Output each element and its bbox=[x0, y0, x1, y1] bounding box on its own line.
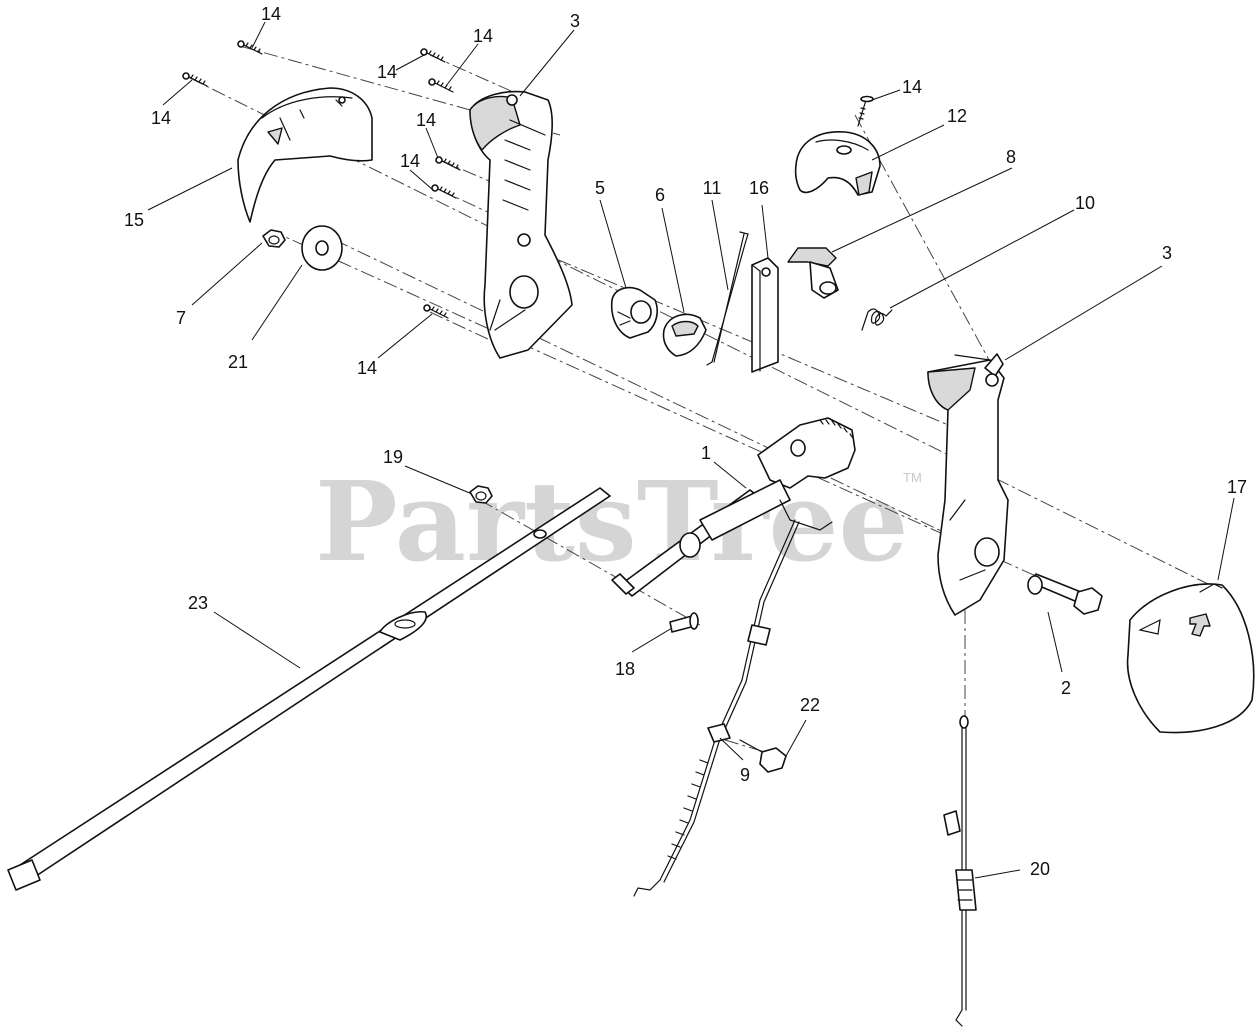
screw-14-b bbox=[182, 72, 208, 87]
nut-7 bbox=[262, 229, 286, 248]
cable-20 bbox=[943, 715, 977, 1027]
callout-10: 10 bbox=[1075, 193, 1095, 213]
callout-23: 23 bbox=[188, 593, 208, 613]
screw-14-g bbox=[423, 304, 449, 319]
cable-9 bbox=[633, 519, 800, 897]
callout-11: 11 bbox=[703, 178, 722, 198]
callout-5: 5 bbox=[595, 178, 605, 198]
callout-14: 14 bbox=[902, 77, 922, 97]
callout-1: 1 bbox=[701, 443, 711, 463]
callout-21: 21 bbox=[228, 352, 248, 372]
callout-14: 14 bbox=[473, 26, 493, 46]
watermark: PartsTree TM bbox=[315, 457, 922, 586]
callout-15: 15 bbox=[124, 210, 144, 230]
callout-16: 16 bbox=[749, 178, 769, 198]
right-cover-17 bbox=[1126, 583, 1255, 734]
screw-14-h bbox=[857, 95, 874, 127]
knob-5 bbox=[610, 286, 658, 339]
callout-20: 20 bbox=[1030, 859, 1050, 879]
callout-3: 3 bbox=[1162, 243, 1172, 263]
rod-23 bbox=[7, 487, 611, 891]
callout-14: 14 bbox=[261, 4, 281, 24]
left-handle-bracket-3 bbox=[469, 90, 573, 359]
callout-17: 17 bbox=[1227, 477, 1247, 497]
callout-6: 6 bbox=[655, 185, 665, 205]
screw-14-e bbox=[435, 156, 461, 171]
spring-10 bbox=[861, 308, 893, 331]
callout-14: 14 bbox=[400, 151, 420, 171]
right-handle-bracket-3 bbox=[927, 353, 1009, 616]
plate-16 bbox=[751, 257, 779, 373]
latch-8 bbox=[787, 247, 839, 299]
screw-22 bbox=[739, 739, 787, 773]
washer-21 bbox=[301, 225, 343, 271]
callout-3: 3 bbox=[570, 11, 580, 31]
shaft-1 bbox=[611, 417, 856, 597]
watermark-text: PartsTree bbox=[315, 457, 909, 586]
screw-14-d bbox=[428, 78, 454, 93]
pin-18 bbox=[669, 612, 699, 633]
callout-14: 14 bbox=[357, 358, 377, 378]
screw-14-a bbox=[237, 40, 263, 55]
leader-lines bbox=[147, 21, 1235, 879]
nut-19 bbox=[469, 485, 493, 504]
bolt-2 bbox=[1027, 573, 1103, 615]
callout-18: 18 bbox=[615, 659, 635, 679]
callout-19: 19 bbox=[383, 447, 403, 467]
screw-14-f bbox=[431, 184, 457, 199]
callout-8: 8 bbox=[1006, 147, 1016, 167]
callout-9: 9 bbox=[740, 765, 750, 785]
callouts: 14 14 14 14 14 14 14 3 15 7 21 5 6 11 16… bbox=[124, 4, 1247, 879]
callout-14: 14 bbox=[151, 108, 171, 128]
callout-12: 12 bbox=[947, 106, 967, 126]
callout-7: 7 bbox=[176, 308, 186, 328]
cam-6 bbox=[662, 313, 707, 357]
screw-14-c bbox=[420, 48, 446, 63]
watermark-trademark: TM bbox=[903, 470, 922, 485]
callout-14: 14 bbox=[377, 62, 397, 82]
rod-11 bbox=[706, 231, 749, 366]
callout-2: 2 bbox=[1061, 678, 1071, 698]
left-cover-15 bbox=[237, 87, 373, 223]
callout-14: 14 bbox=[416, 110, 436, 130]
knob-cap-12 bbox=[794, 131, 881, 196]
callout-22: 22 bbox=[800, 695, 820, 715]
